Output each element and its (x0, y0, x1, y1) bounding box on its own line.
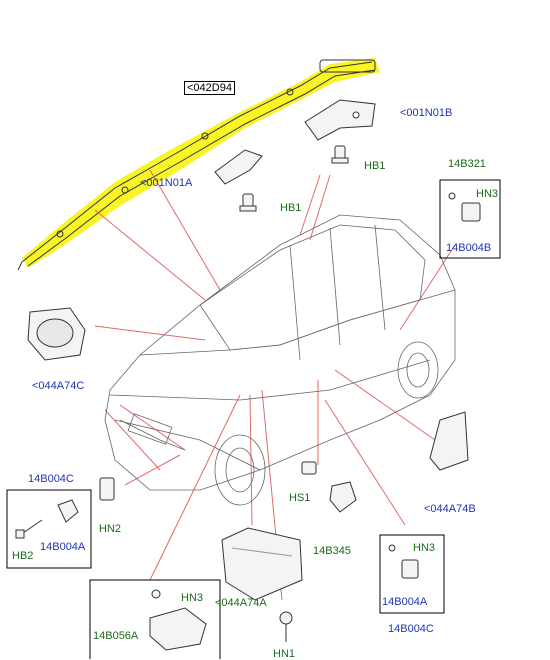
sensor-14b345-icon (301, 461, 357, 513)
module-14b056a-icon (149, 589, 207, 651)
vehicle-outline-icon (104, 214, 456, 506)
clip-hn1-icon (279, 611, 293, 642)
curtain-airbag-highlight (22, 58, 380, 268)
label-14b345[interactable]: 14B345 (313, 545, 351, 557)
bracket-001n01a-icon (214, 149, 263, 185)
label-curtain-airbag[interactable]: <042D94 (184, 81, 235, 95)
label-14b321[interactable]: 14B321 (448, 158, 486, 170)
label-driver-airbag[interactable]: <044A74C (32, 380, 85, 392)
label-14b056a[interactable]: 14B056A (93, 630, 139, 642)
clip-hb1-right-icon (331, 145, 349, 164)
box-14b004c-right (379, 534, 445, 614)
label-hs1[interactable]: HS1 (289, 492, 311, 504)
curtain-airbag-icon (17, 59, 376, 271)
label-hn2[interactable]: HN2 (99, 523, 122, 535)
driver-airbag-icon (27, 307, 86, 361)
label-hb2[interactable]: HB2 (12, 550, 34, 562)
box-14b004c-left (6, 489, 92, 569)
label-clip-hb1-left[interactable]: HB1 (280, 202, 302, 214)
leader-lines (94, 169, 456, 601)
label-hn1[interactable]: HN1 (273, 648, 296, 660)
box-14b321 (439, 179, 501, 259)
label-hn3-bottom-right[interactable]: HN3 (413, 542, 436, 554)
label-hn3-bottom-left[interactable]: HN3 (181, 592, 204, 604)
label-14b004a-right[interactable]: 14B004A (382, 596, 428, 608)
label-14b004a-left[interactable]: 14B004A (40, 541, 86, 553)
bracket-001n01b-icon (304, 99, 376, 141)
label-14b004c-right[interactable]: 14B004C (388, 623, 434, 635)
label-14b004b[interactable]: 14B004B (446, 242, 492, 254)
label-bolt-001n01b[interactable]: <001N01B (400, 107, 453, 119)
seat-airbag-icon (429, 411, 469, 471)
sensor-14b004a-left-icon (15, 499, 79, 539)
clip-hb1-left-icon (239, 193, 257, 212)
clip-hn2-icon (99, 477, 115, 501)
box-14b056a (89, 579, 221, 659)
sensor-14b004b-icon (448, 192, 481, 222)
sensor-14b004a-right-icon (388, 544, 419, 579)
label-14b004c-left[interactable]: 14B004C (28, 473, 74, 485)
passenger-airbag-icon (221, 527, 303, 601)
label-passenger-airbag[interactable]: <044A74A (215, 597, 267, 609)
label-bolt-001n01a[interactable]: <001N01A (140, 177, 193, 189)
label-clip-hb1-right[interactable]: HB1 (364, 160, 386, 172)
label-seat-airbag[interactable]: <044A74B (424, 503, 476, 515)
label-hn3-top-right[interactable]: HN3 (476, 188, 499, 200)
